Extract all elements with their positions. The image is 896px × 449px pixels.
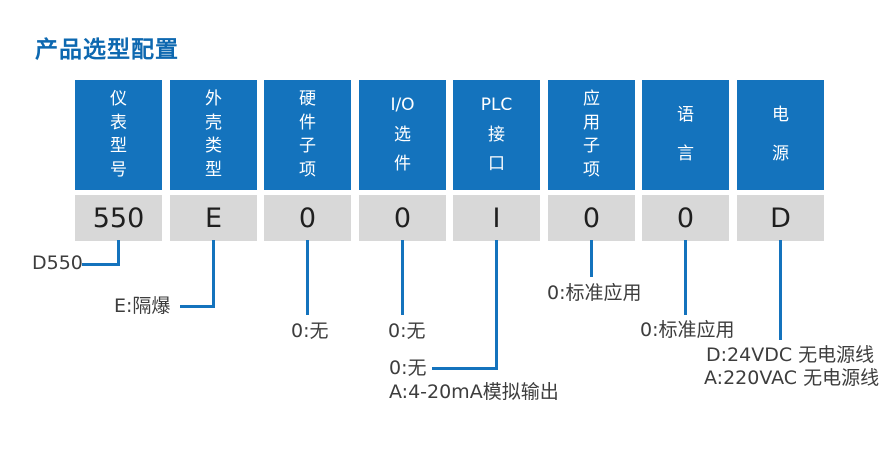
column-value-language: 0: [642, 195, 729, 241]
column-value-housing-type: E: [170, 195, 257, 241]
column-instrument-model: 仪表型号 550: [75, 80, 162, 241]
annotation-io: 0:无: [388, 320, 426, 342]
column-value-power: D: [737, 195, 824, 241]
column-header-application-subitem: 应用子项: [548, 80, 635, 190]
connector-line-plc: [495, 240, 498, 370]
annotation-plc-option-2: A:4-20mA模拟输出: [389, 381, 559, 403]
column-hardware-subitem: 硬件子项 0: [264, 80, 351, 241]
annotation-language: 0:标准应用: [640, 319, 735, 341]
column-housing-type: 外壳类型 E: [170, 80, 257, 241]
connector-line-housing: [212, 240, 215, 308]
column-value-io-option: 0: [359, 195, 446, 241]
connector-line-plc-horizontal: [432, 367, 498, 370]
column-value-application-subitem: 0: [548, 195, 635, 241]
annotation-hardware: 0:无: [291, 320, 329, 342]
column-header-power: 电源: [737, 80, 824, 190]
annotation-model: D550: [32, 252, 83, 274]
annotation-housing: E:隔爆: [114, 295, 171, 317]
connector-line-model: [117, 240, 120, 266]
column-application-subitem: 应用子项 0: [548, 80, 635, 241]
connector-line-hardware: [306, 240, 309, 315]
connector-line-language: [684, 240, 687, 315]
column-header-housing-type: 外壳类型: [170, 80, 257, 190]
column-header-language: 语言: [642, 80, 729, 190]
annotation-application: 0:标准应用: [547, 282, 642, 304]
connector-line-housing-horizontal: [180, 305, 215, 308]
annotation-power-option-1: D:24VDC 无电源线: [706, 344, 875, 366]
connector-line-power: [779, 240, 782, 340]
connector-line-io: [401, 240, 404, 315]
page-title: 产品选型配置: [35, 37, 179, 63]
annotation-plc-option-1: 0:无: [389, 357, 427, 379]
column-header-hardware-subitem: 硬件子项: [264, 80, 351, 190]
column-value-instrument-model: 550: [75, 195, 162, 241]
column-value-plc-interface: I: [453, 195, 540, 241]
column-header-instrument-model: 仪表型号: [75, 80, 162, 190]
column-value-hardware-subitem: 0: [264, 195, 351, 241]
annotation-power-option-2: A:220VAC 无电源线: [704, 367, 880, 389]
column-language: 语言 0: [642, 80, 729, 241]
connector-line-application: [590, 240, 593, 277]
connector-line-model-horizontal: [82, 263, 120, 266]
column-power: 电源 D: [737, 80, 824, 241]
